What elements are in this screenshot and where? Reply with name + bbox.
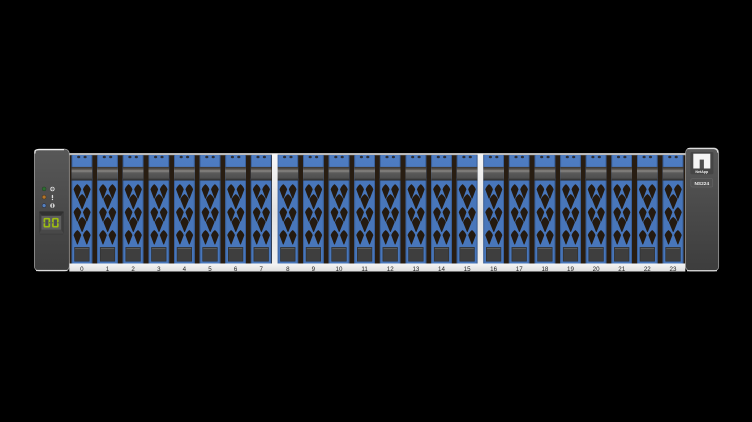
svg-text:2: 2	[131, 266, 135, 273]
svg-text:20: 20	[593, 266, 600, 273]
svg-text:4: 4	[183, 266, 187, 273]
svg-text:8: 8	[286, 266, 290, 273]
svg-text:10: 10	[336, 266, 343, 273]
svg-text:23: 23	[670, 266, 677, 273]
svg-text:11: 11	[361, 266, 368, 273]
svg-text:1: 1	[106, 266, 110, 273]
svg-text:21: 21	[618, 266, 625, 273]
svg-text:14: 14	[438, 266, 445, 273]
svg-text:15: 15	[464, 266, 471, 273]
svg-text:19: 19	[567, 266, 574, 273]
svg-text:16: 16	[490, 266, 497, 273]
svg-text:18: 18	[541, 266, 548, 273]
svg-text:9: 9	[312, 266, 316, 273]
svg-text:NetApp: NetApp	[695, 170, 709, 174]
svg-text:0: 0	[80, 266, 84, 273]
svg-text:12: 12	[387, 266, 394, 273]
svg-text:13: 13	[412, 266, 419, 273]
svg-text:7: 7	[259, 266, 263, 273]
svg-text:NS224: NS224	[694, 181, 709, 187]
svg-text:6: 6	[234, 266, 238, 273]
svg-text:22: 22	[644, 266, 651, 273]
svg-text:17: 17	[516, 266, 523, 273]
svg-text:5: 5	[208, 266, 212, 273]
svg-text:3: 3	[157, 266, 161, 273]
